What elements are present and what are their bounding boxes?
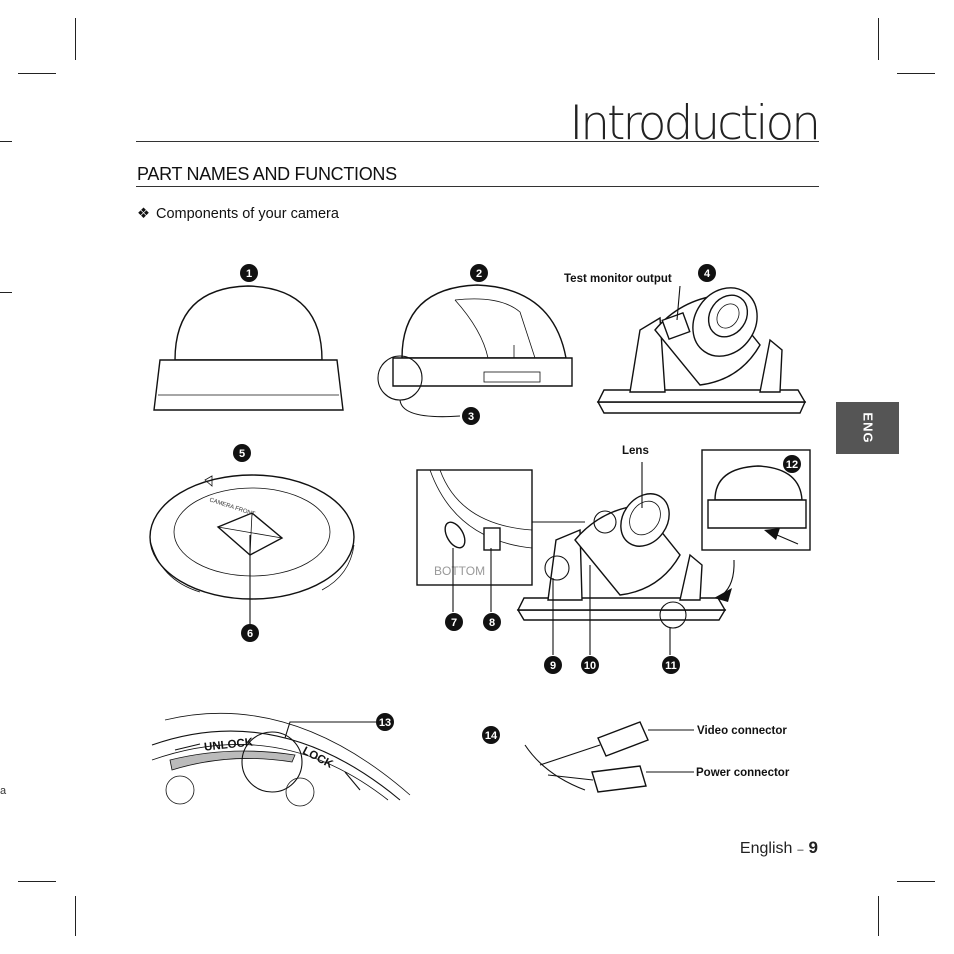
crop-mark: [75, 18, 76, 60]
svg-text:6: 6: [247, 628, 253, 640]
crop-mark: [878, 18, 879, 60]
section-rule: [136, 186, 819, 187]
unlock-label: UNLOCK: [204, 737, 255, 754]
footer-separator: –: [797, 844, 804, 856]
cable-illustration: [524, 721, 694, 793]
diamond-bullet-icon: ❖: [137, 206, 150, 222]
callout-3: 3: [462, 407, 480, 425]
page-title: Introduction: [569, 96, 821, 151]
svg-text:10: 10: [584, 660, 596, 672]
callout-10: 10: [581, 656, 599, 674]
svg-text:11: 11: [665, 660, 677, 672]
callout-11: 11: [662, 656, 680, 674]
title-rule: [136, 141, 819, 142]
crop-mark: [897, 73, 935, 74]
dome-detail-inset: [701, 449, 811, 551]
crop-mark: [897, 881, 935, 882]
svg-text:1: 1: [246, 268, 252, 280]
callout-9: 9: [544, 656, 562, 674]
svg-text:5: 5: [239, 448, 245, 460]
crop-mark: [18, 73, 56, 74]
camera-body-illustration: [596, 285, 807, 414]
mounting-bracket-illustration: CAMERA FRONT: [149, 474, 355, 625]
svg-text:2: 2: [476, 268, 482, 280]
crop-mark: [0, 141, 12, 142]
svg-text:13: 13: [379, 717, 391, 729]
bottom-label: BOTTOM: [434, 564, 485, 578]
page-footer: English–9: [740, 838, 818, 858]
footer-language: English: [739, 840, 793, 857]
svg-text:12: 12: [786, 459, 798, 471]
callout-13: 13: [376, 713, 394, 731]
dome-cover-illustration: [153, 285, 344, 411]
page-number: 9: [808, 838, 818, 857]
inner-liner-illustration: [377, 284, 573, 418]
crop-mark: [0, 292, 12, 293]
callout-8: 8: [483, 613, 501, 631]
callout-7: 7: [445, 613, 463, 631]
callout-1: 1: [240, 264, 258, 282]
camera-assembly-illustration: [516, 462, 735, 655]
bottom-detail-inset: BOTTOM: [416, 469, 585, 612]
callout-5: 5: [233, 444, 251, 462]
subsection-heading: ❖ Components of your camera: [137, 206, 339, 222]
svg-text:4: 4: [704, 268, 711, 280]
callout-2: 2: [470, 264, 488, 282]
test-monitor-output-label: Test monitor output: [564, 273, 672, 285]
callout-12: 12: [783, 455, 801, 473]
crop-mark: [75, 896, 76, 936]
callout-6: 6: [241, 624, 259, 642]
subsection-title: Components of your camera: [156, 206, 339, 222]
crop-mark: [18, 881, 56, 882]
callout-4: 4: [698, 264, 716, 282]
svg-text:3: 3: [468, 411, 474, 423]
video-connector-label: Video connector: [697, 725, 787, 737]
svg-text:8: 8: [489, 617, 495, 629]
svg-text:7: 7: [451, 617, 457, 629]
section-title: PART NAMES AND FUNCTIONS: [137, 164, 397, 184]
lens-label: Lens: [622, 445, 649, 457]
svg-text:14: 14: [485, 730, 498, 742]
callout-14: 14: [482, 726, 500, 744]
language-tab: ENG: [836, 402, 899, 454]
lock-ring-illustration: UNLOCK LOCK: [151, 712, 411, 807]
crop-mark: [878, 896, 879, 936]
power-connector-label: Power connector: [696, 767, 790, 779]
stray-mark: a: [0, 785, 7, 797]
svg-text:9: 9: [550, 660, 556, 672]
